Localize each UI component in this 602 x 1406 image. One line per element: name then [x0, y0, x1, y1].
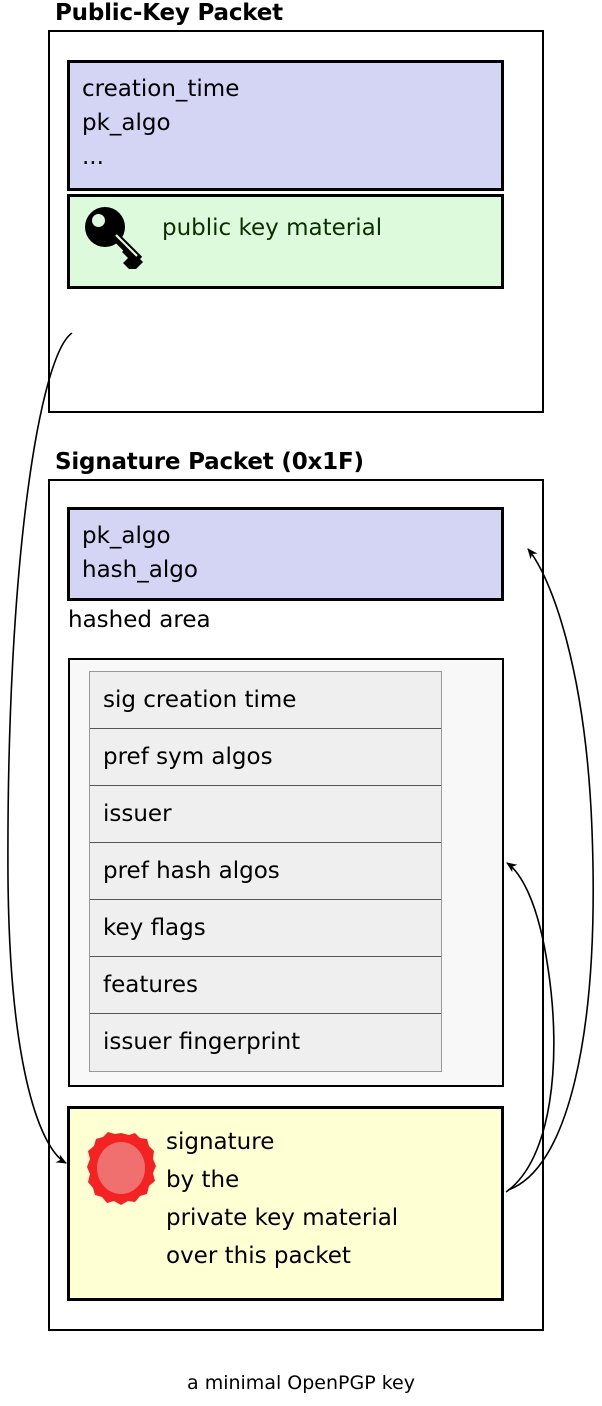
subpacket-row: issuer — [90, 786, 441, 843]
subpacket-row: sig creation time — [90, 672, 441, 729]
public-key-header-fields-text: creation_time pk_algo ... — [82, 76, 240, 170]
subpacket-row: features — [90, 957, 441, 1014]
subpacket-row: issuer fingerprint — [90, 1014, 441, 1071]
key-icon — [85, 207, 143, 269]
public-key-material-label: public key material — [162, 215, 383, 241]
public-key-packet-title: Public-Key Packet — [55, 0, 283, 26]
signature-header-fields-box: pk_algo hash_algo — [67, 507, 504, 601]
subpacket-row: pref sym algos — [90, 729, 441, 786]
hashed-area-label: hashed area — [68, 607, 211, 633]
public-key-header-fields-box: creation_time pk_algo ... — [67, 60, 504, 191]
signature-packet-frame: pk_algo hash_algo hashed area sig creati… — [48, 479, 544, 1331]
signature-packet-title: Signature Packet (0x1F) — [55, 449, 364, 475]
diagram-caption: a minimal OpenPGP key — [187, 1372, 415, 1394]
signature-block-box: signature by the private key material ov… — [67, 1106, 504, 1301]
signature-header-fields-text: pk_algo hash_algo — [82, 523, 198, 583]
signature-block-text: signature by the private key material ov… — [166, 1129, 399, 1269]
public-key-packet-frame: creation_time pk_algo ... public key mat… — [48, 30, 544, 413]
subpacket-row: key flags — [90, 900, 441, 957]
subpacket-row: pref hash algos — [90, 843, 441, 900]
public-key-material-box: public key material — [67, 194, 504, 289]
wax-seal-icon — [87, 1132, 156, 1205]
